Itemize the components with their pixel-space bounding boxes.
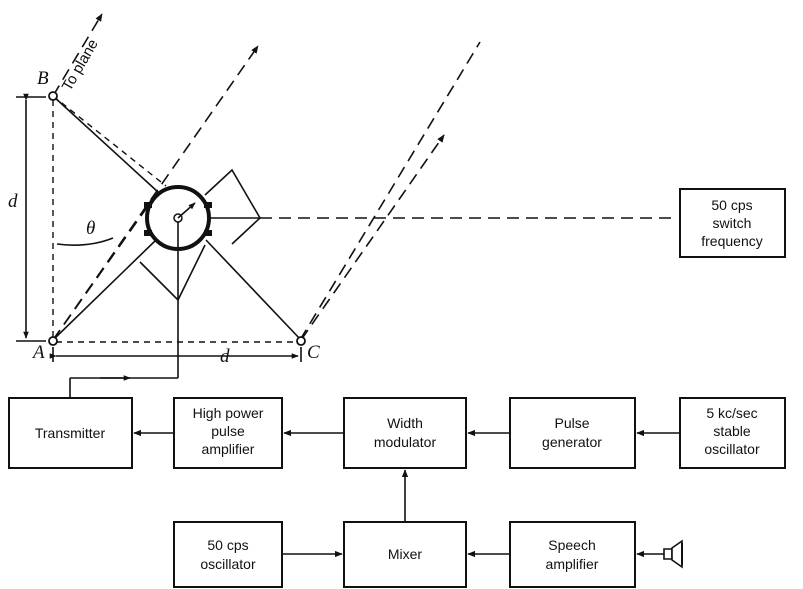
point-c (296, 336, 306, 346)
microphone-icon (663, 539, 683, 569)
stable-osc-line1: 5 kc/sec (706, 405, 757, 421)
label-c: C (307, 342, 320, 363)
feed-line-a (52, 239, 157, 341)
speech-amp-line1: Speech (548, 537, 595, 553)
label-theta: θ (86, 218, 95, 239)
speech-amplifier-box (509, 521, 636, 588)
angle-arc (56, 237, 114, 246)
direction-line-b (52, 13, 103, 97)
ring-contact-2 (204, 202, 212, 208)
hp-amp-line2: pulse (211, 423, 245, 439)
transmitter-box (8, 397, 133, 469)
direction-line-center (52, 45, 259, 341)
hp-amp-line3: amplifier (202, 441, 255, 457)
block-diagram: 50 cps switch frequency Transmitter High… (8, 188, 786, 588)
point-b (48, 91, 58, 101)
rotor-arrow (177, 202, 196, 219)
point-a (48, 336, 58, 346)
label-a: A (31, 342, 45, 363)
ring-contact-1 (144, 202, 152, 208)
ring-contact-4 (204, 230, 212, 236)
mixer-box (343, 521, 467, 588)
antenna-geometry: B A C d d θ To plane (8, 13, 676, 398)
stable-oscillator-box (679, 397, 786, 469)
osc50-line2: oscillator (200, 556, 256, 572)
label-to-plane: To plane (59, 36, 102, 94)
speech-amp-line2: amplifier (546, 556, 599, 572)
label-d-vertical: d (8, 191, 18, 212)
width-mod-line2: modulator (374, 434, 437, 450)
mixer-label: Mixer (388, 546, 423, 562)
label-d-horizontal: d (220, 346, 230, 367)
stable-osc-line3: oscillator (704, 441, 760, 457)
transmitter-label: Transmitter (35, 425, 106, 441)
switch-frequency-line2: switch (713, 215, 752, 231)
direction-line-a (52, 205, 149, 341)
feed-line-b (52, 95, 159, 193)
osc50-line1: 50 cps (207, 537, 248, 553)
ring-contact-3 (144, 230, 152, 236)
goniometer-diamond-bottom (139, 244, 206, 302)
direction-line-c (300, 134, 445, 341)
pulse-gen-line2: generator (542, 434, 602, 450)
hp-amp-line1: High power (193, 405, 264, 421)
label-b: B (37, 68, 49, 89)
width-mod-line1: Width (387, 415, 423, 431)
switch-frequency-line1: 50 cps (711, 197, 752, 213)
switch-frequency-line3: frequency (701, 233, 762, 249)
switch-frequency-box (679, 188, 786, 258)
stable-osc-line2: stable (713, 423, 751, 439)
goniometer-diamond-right (204, 168, 262, 245)
feed-dashed-b (52, 95, 167, 187)
oscillator-50cps-box (173, 521, 283, 588)
direction-line-far (299, 41, 481, 341)
pulse-gen-line1: Pulse (554, 415, 589, 431)
width-modulator-box (343, 397, 467, 469)
pulse-generator-box (509, 397, 636, 469)
feed-line-c (205, 239, 302, 341)
